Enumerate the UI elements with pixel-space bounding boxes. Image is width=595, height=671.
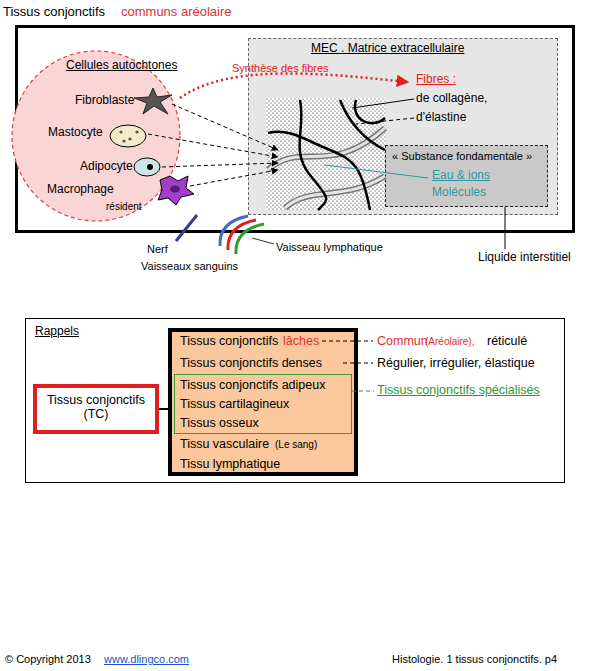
structure-label: Nerf xyxy=(147,243,168,256)
structure-label: Vaisseau lymphatique xyxy=(276,241,383,254)
node-text: communs aréolaire xyxy=(121,5,232,20)
subtype-label: Régulier, irrégulier, élastique xyxy=(377,356,535,370)
node-heading: Tissus conjonctifs xyxy=(180,334,278,348)
node-text: Tissus osseux xyxy=(180,416,259,430)
structure-label: Vaisseaux sanguins xyxy=(141,260,238,273)
connector-line xyxy=(159,408,168,410)
fibre-label: de collagène, xyxy=(416,92,487,106)
subtype-label: (Aréolaire), xyxy=(425,336,474,348)
node-text: Tissu vasculaire xyxy=(180,437,269,451)
arrow-label: Synthèse des fibres xyxy=(232,62,329,75)
specialised-group-box: Tissus conjonctifs adipeuxTissus cartila… xyxy=(174,374,352,434)
structure-label: Liquide interstitiel xyxy=(478,251,571,265)
copyright-note: © Copyright 2013 xyxy=(5,653,91,666)
node-heading: Tissus conjonctifs xyxy=(3,5,105,20)
page-footer: Histologie. 1 tissus conjonctifs. p4 xyxy=(392,653,557,666)
cell-label: Macrophage xyxy=(47,183,114,197)
ground-substance-box: « Substance fondamentale » Eau & ionsMolé… xyxy=(385,145,548,207)
node-text: Eau & ions xyxy=(432,169,490,183)
node-heading: Tissus conjonctifs adipeux xyxy=(180,378,325,392)
node-heading: MEC . Matrice extracellulaire xyxy=(311,42,464,56)
cell-label: Adipocyte xyxy=(80,160,133,174)
node-text: Tissus cartilagineux xyxy=(180,397,289,411)
node-text: Tissu lymphatique xyxy=(180,457,280,471)
cell-label: Mastocyte xyxy=(48,126,103,140)
subtype-label: réticulé xyxy=(487,334,527,348)
fibre-label: d'élastine xyxy=(416,111,466,125)
node-heading: Cellules autochtones xyxy=(66,59,177,73)
tissue-list-box: Tissus conjonctifs lâchesTissus conjoncti… xyxy=(168,328,358,476)
group-label: Tissus conjonctifs spécialisés xyxy=(377,383,540,397)
fibre-heading: Fibres : xyxy=(416,73,456,87)
cell-label: résident xyxy=(106,201,142,213)
leader-line xyxy=(252,238,274,244)
subtype-label: Commun xyxy=(377,334,428,348)
reminder-frame: RappelsTissus conjonctifs (TC) Tissus con… xyxy=(25,318,565,483)
node-heading: Tissus conjonctifs (TC) xyxy=(37,393,155,422)
cell-circle-shape xyxy=(12,51,180,221)
node-text: (Le sang) xyxy=(275,439,317,451)
node-heading: « Substance fondamentale » xyxy=(392,150,532,163)
node-text: Tissus conjonctifs denses xyxy=(180,356,322,370)
node-heading: Rappels xyxy=(35,325,79,339)
node-text: Molécules xyxy=(432,186,486,200)
website-link: www.dlingco.com xyxy=(104,653,189,666)
node-text: lâches xyxy=(283,334,319,348)
category-box: Tissus conjonctifs (TC) xyxy=(33,384,159,434)
cell-label: Fibroblaste xyxy=(75,94,134,108)
